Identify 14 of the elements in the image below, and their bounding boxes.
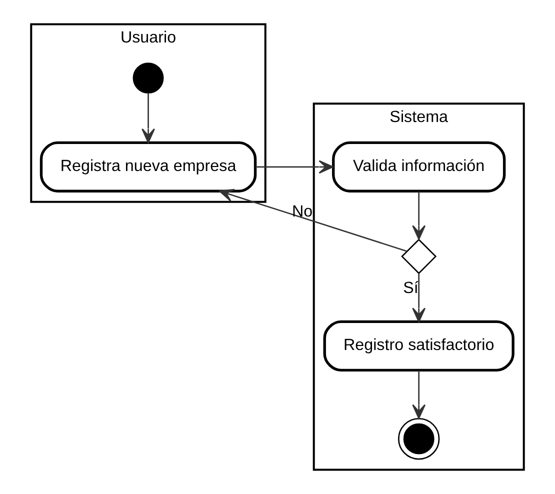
edge-label: Sí <box>403 279 418 298</box>
edge-label: No <box>292 202 313 221</box>
arrow <box>412 192 426 240</box>
arrow <box>219 188 408 252</box>
node-box: Registra nueva empresa <box>40 141 257 192</box>
node-box: Valida información <box>332 141 506 192</box>
node-box: Registro satisfactorio <box>323 320 514 372</box>
arrow <box>412 273 426 322</box>
arrow <box>412 370 426 419</box>
node-diamond <box>401 238 437 274</box>
arrow <box>256 160 334 174</box>
arrow <box>142 92 155 144</box>
node-circle <box>132 62 164 94</box>
node-circle <box>398 418 440 460</box>
